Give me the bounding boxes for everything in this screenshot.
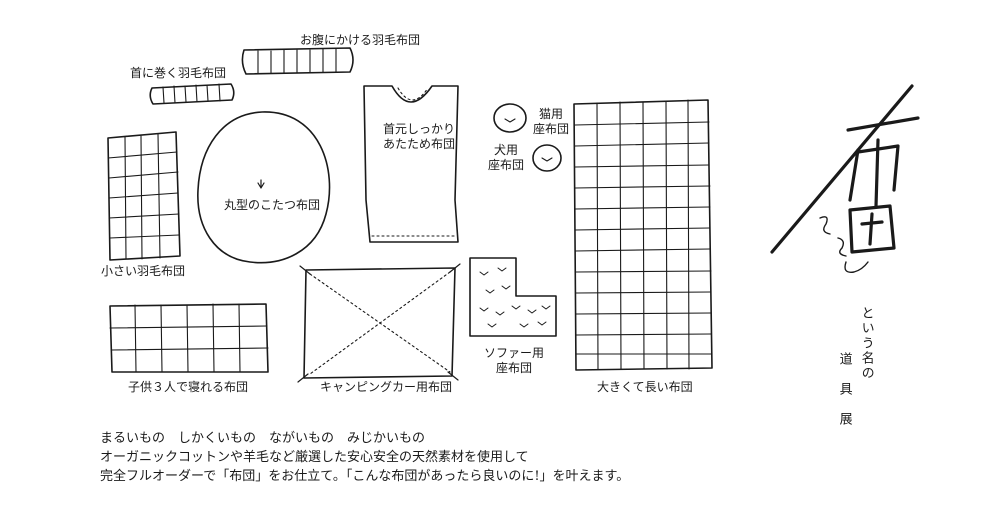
sofa-cushion-illustration — [469, 257, 557, 337]
title-subtitle-2: 道 具 展 — [836, 352, 852, 427]
vest-label-line2: あたため布団 — [383, 137, 456, 151]
sofa-label-line1: ソファー用 — [484, 346, 545, 360]
cat-label-line1: 猫用 — [539, 107, 564, 121]
long-futon-label: 大きくて長い布団 — [597, 380, 693, 394]
small-futon-illustration — [107, 131, 181, 261]
cat-cushion-illustration — [493, 103, 527, 133]
vest-futon-label: 首元しっかり あたため布団 — [383, 122, 455, 152]
belly-futon-label: お腹にかける羽毛布団 — [300, 33, 421, 47]
neck-futon-label: 首に巻く羽毛布団 — [130, 66, 227, 80]
dog-label-line2: 座布団 — [488, 158, 525, 172]
vest-label-line1: 首元しっかり — [383, 122, 456, 136]
dog-cushion-label: 犬用 座布団 — [488, 143, 524, 173]
long-futon-illustration — [573, 99, 713, 371]
dog-label-line1: 犬用 — [494, 143, 519, 157]
camping-futon-label: キャンピングカー用布団 — [320, 380, 453, 394]
body-line-1: まるいもの しかくいもの ながいもの みじかいもの — [100, 431, 426, 446]
sofa-cushion-label: ソファー用 座布団 — [484, 346, 544, 376]
body-line-3: 完全フルオーダーで「布団」をお仕立て。「こんな布団があったら良いのに!」を叶えま… — [100, 469, 630, 484]
neck-futon-illustration — [149, 83, 235, 105]
vest-futon-illustration — [363, 85, 459, 243]
kids-futon-label: 子供３人で寝れる布団 — [128, 380, 249, 394]
sofa-label-line2: 座布団 — [496, 361, 533, 375]
cat-label-line2: 座布団 — [533, 122, 570, 136]
cat-cushion-label: 猫用 座布団 — [533, 107, 569, 137]
round-futon-label: 丸型のこたつ布団 — [224, 198, 321, 212]
body-line-2: オーガニックコットンや羊毛など厳選した安心安全の天然素材を使用して — [100, 450, 529, 465]
small-futon-label: 小さい羽毛布団 — [101, 264, 186, 278]
title-subtitle-1: という名の — [858, 306, 874, 381]
kids-futon-illustration — [109, 303, 269, 373]
futon-logo-mark — [770, 84, 920, 254]
futon-reading-mark — [819, 216, 869, 273]
camping-futon-illustration — [297, 263, 461, 383]
round-futon-illustration — [197, 111, 331, 264]
belly-futon-illustration — [241, 47, 354, 75]
dog-cushion-illustration — [532, 144, 562, 172]
